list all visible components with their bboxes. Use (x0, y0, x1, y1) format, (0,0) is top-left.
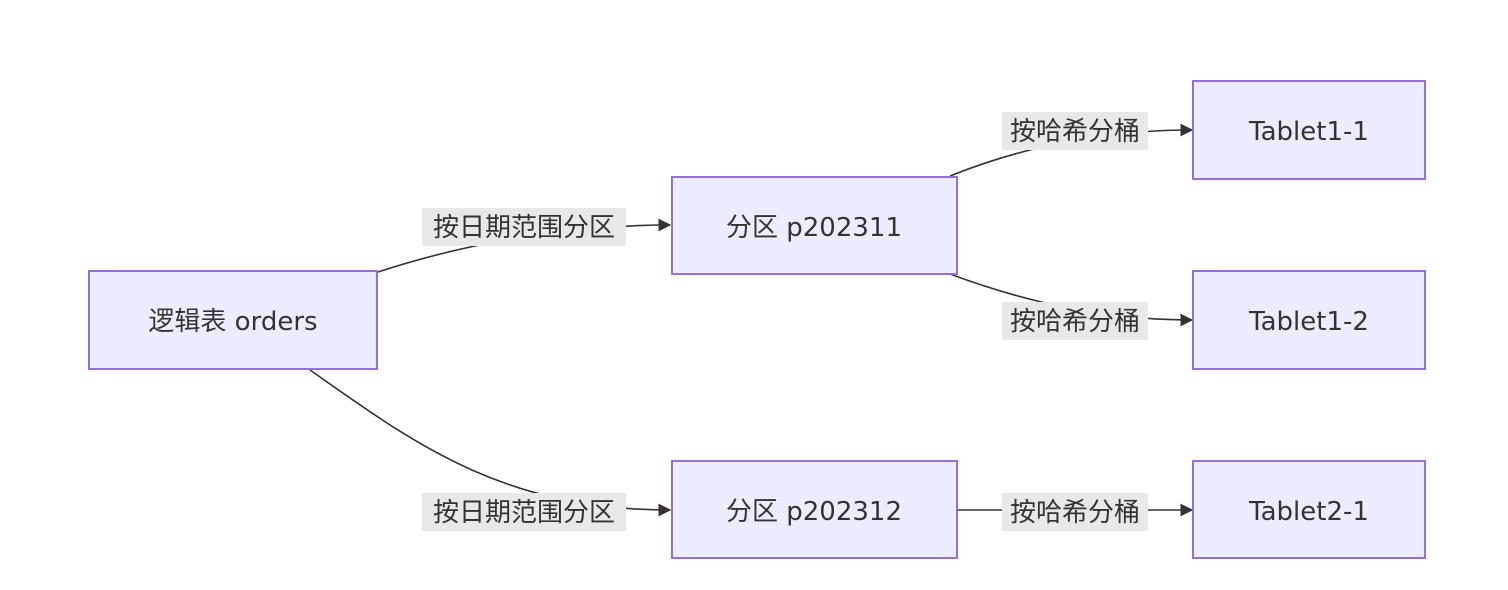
node-tablet2-1[interactable]: Tablet2-1 (1192, 460, 1426, 559)
edge-label-text: 按哈希分桶 (1010, 307, 1140, 337)
edge-label-text: 按日期范围分区 (433, 213, 615, 243)
node-label: Tablet2-1 (1248, 497, 1369, 527)
node-label: Tablet1-2 (1248, 307, 1369, 337)
edge-orders-to-p202312 (309, 369, 672, 517)
node-label: Tablet1-1 (1248, 117, 1369, 147)
node-label: 逻辑表 orders (148, 307, 317, 337)
edge-label-p202311-to-tablet1-1: 按哈希分桶 (1002, 112, 1148, 150)
edge-label-text: 按日期范围分区 (433, 498, 615, 528)
edge-label-p202311-to-tablet1-2: 按哈希分桶 (1002, 302, 1148, 340)
node-tablet1-2[interactable]: Tablet1-2 (1192, 270, 1426, 370)
edge-labels: 按日期范围分区 按日期范围分区 按哈希分桶 按哈希分桶 按哈希分桶 (422, 112, 1148, 531)
edge-label-text: 按哈希分桶 (1010, 117, 1140, 147)
edge-label-orders-to-p202312: 按日期范围分区 (422, 493, 626, 531)
edge-label-text: 按哈希分桶 (1010, 498, 1140, 528)
edge-label-p202312-to-tablet2-1: 按哈希分桶 (1002, 493, 1148, 531)
node-tablet1-1[interactable]: Tablet1-1 (1192, 80, 1426, 180)
nodes: 逻辑表 orders 分区 p202311 分区 p202312 Tablet1… (88, 80, 1426, 559)
node-label: 分区 p202311 (726, 213, 902, 243)
node-orders[interactable]: 逻辑表 orders (88, 270, 378, 370)
node-p202312[interactable]: 分区 p202312 (671, 460, 958, 559)
node-label: 分区 p202312 (726, 497, 902, 527)
edge-label-orders-to-p202311: 按日期范围分区 (422, 208, 626, 246)
node-p202311[interactable]: 分区 p202311 (671, 176, 958, 275)
